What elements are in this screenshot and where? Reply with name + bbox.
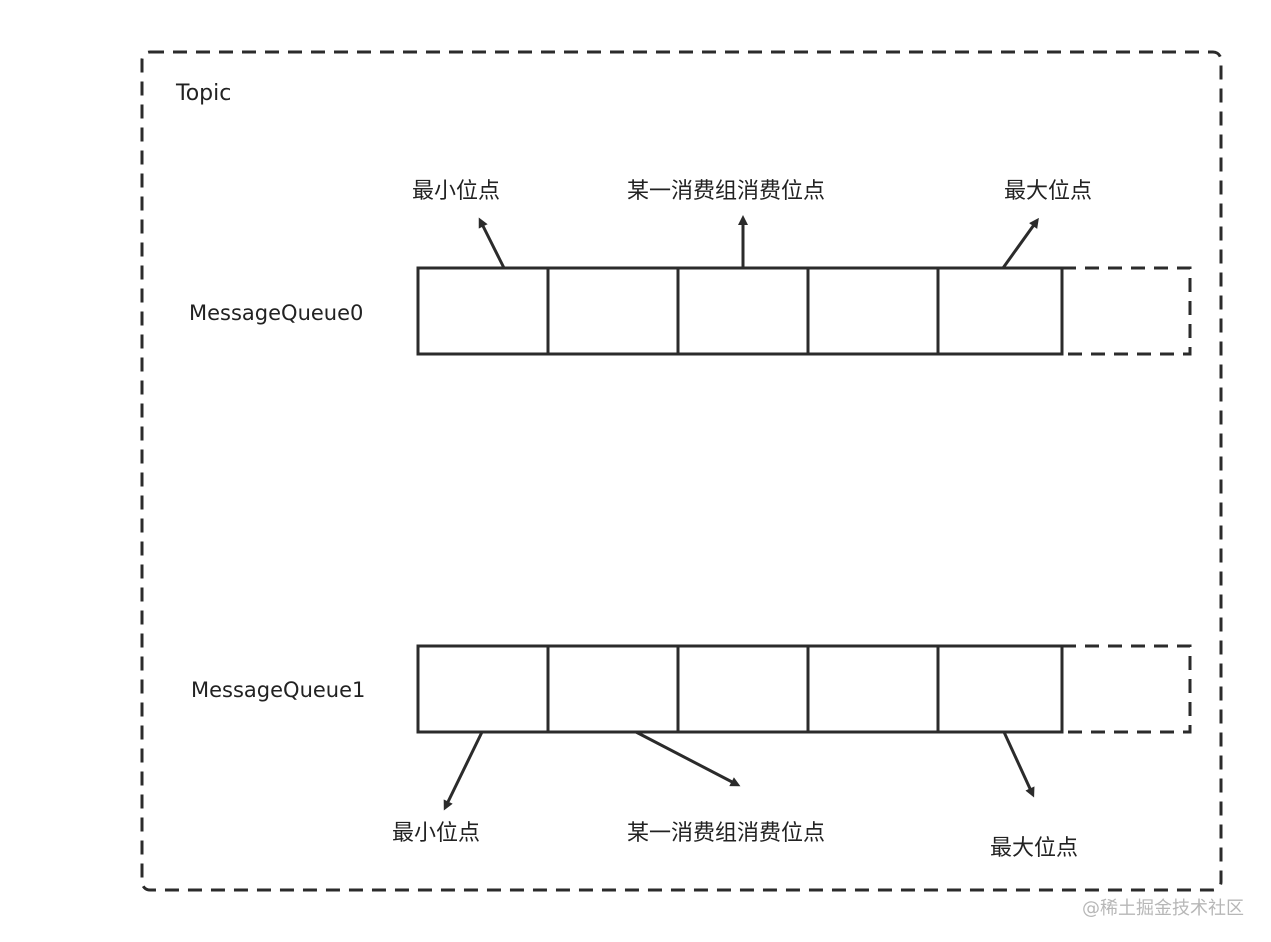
queue-0-cell — [806, 266, 940, 356]
queue-1-cell — [936, 644, 1064, 734]
queue-1-max-label: 最大位点 — [990, 836, 1078, 861]
queue-1-min-label: 最小位点 — [392, 821, 480, 846]
topic-title: Topic — [175, 81, 231, 106]
queue-1: MessageQueue1 最小位点 某一消费组消费位点 最大位点 — [191, 644, 1192, 861]
queue-1-max-arrow — [1002, 731, 1035, 798]
queue-1-cells — [416, 644, 1064, 734]
queue-1-consumer-label: 某一消费组消费位点 — [627, 821, 825, 846]
queue-1-cell — [546, 644, 680, 734]
queue-1-cell — [806, 644, 940, 734]
queue-0-min-label: 最小位点 — [412, 179, 500, 204]
queue-1-next-slot — [1060, 644, 1192, 734]
queue-0-cells — [416, 266, 1064, 356]
queue-0-next-slot — [1060, 266, 1192, 356]
queue-0-max-label: 最大位点 — [1004, 179, 1092, 204]
queue-0-cell — [416, 266, 550, 356]
queue-1-name: MessageQueue1 — [191, 678, 365, 702]
watermark: @稀土掘金技术社区 — [1082, 898, 1244, 919]
queue-0-cell — [936, 266, 1064, 356]
queue-0: MessageQueue0 最小位点 某一消费组消费位点 最大位点 — [189, 179, 1192, 356]
queue-0-min-arrow — [478, 217, 506, 269]
queue-1-cell — [676, 644, 810, 734]
queue-0-consumer-label: 某一消费组消费位点 — [627, 179, 825, 204]
queue-1-consumer-arrow — [635, 730, 741, 787]
queue-1-min-arrow — [443, 731, 484, 811]
queue-1-cell — [416, 644, 550, 734]
queue-0-max-arrow — [1001, 217, 1039, 269]
queue-0-name: MessageQueue0 — [189, 301, 363, 325]
queue-0-cell — [546, 266, 680, 356]
queue-0-cell — [676, 266, 810, 356]
topic-container — [140, 50, 1223, 892]
